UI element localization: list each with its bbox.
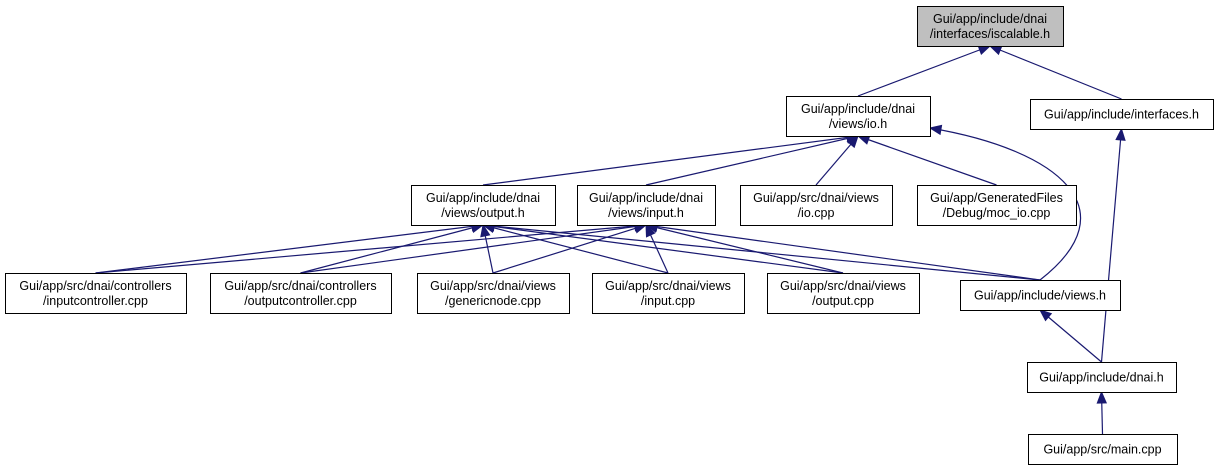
edge-genericnode-to-output_h-arrowhead <box>480 223 491 238</box>
edge-io_cpp-to-io_h-arrowhead <box>846 134 859 149</box>
node-box <box>960 280 1121 311</box>
edge-output_cpp-to-input_h-line <box>645 224 844 274</box>
edge-dnai_h-to-interfaces_h-line <box>1100 128 1123 363</box>
node-box <box>767 273 920 314</box>
edge-genericnode-to-input_h-line <box>492 224 647 274</box>
edge-dnai_h-to-interfaces_h <box>1100 127 1126 363</box>
node-label: /input.cpp <box>641 294 695 308</box>
edge-genericnode-to-output_h <box>480 223 494 274</box>
node-input_h[interactable]: Gui/app/include/dnai/views/input.h <box>577 185 716 226</box>
edge-layer <box>95 45 1126 435</box>
node-label: Gui/app/include/dnai <box>589 191 703 205</box>
node-box <box>917 6 1064 47</box>
node-label: /outputcontroller.cpp <box>244 294 357 308</box>
node-box <box>1027 362 1177 393</box>
node-dnai_h[interactable]: Gui/app/include/dnai.h <box>1027 362 1177 393</box>
edge-interfaces_h-to-iscalable <box>988 45 1122 100</box>
edge-interfaces_h-to-iscalable-line <box>989 45 1122 100</box>
edge-main_cpp-to-dnai_h-arrowhead <box>1096 390 1108 404</box>
node-inputcontroller[interactable]: Gui/app/src/dnai/controllers/inputcontro… <box>5 273 187 314</box>
node-io_cpp[interactable]: Gui/app/src/dnai/views/io.cpp <box>740 185 893 226</box>
node-label: Gui/app/include/views.h <box>974 289 1106 303</box>
node-box <box>577 185 716 226</box>
edge-dnai_h-to-views_h <box>1038 309 1102 363</box>
node-box <box>1028 434 1178 465</box>
node-label: Gui/app/src/main.cpp <box>1043 443 1161 457</box>
edge-moc_io-to-io_h <box>856 134 997 186</box>
node-genericnode[interactable]: Gui/app/src/dnai/views/genericnode.cpp <box>417 273 570 314</box>
node-label: Gui/app/include/dnai <box>801 102 915 116</box>
node-label: Gui/app/include/dnai <box>426 191 540 205</box>
node-label: /views/output.h <box>441 206 524 220</box>
edge-inputcontroller-to-input_h <box>95 220 648 274</box>
edge-outputcontroller-to-output_h <box>300 222 485 274</box>
node-input_cpp[interactable]: Gui/app/src/dnai/views/input.cpp <box>592 273 745 314</box>
node-label: /Debug/moc_io.cpp <box>943 206 1051 220</box>
node-box <box>417 273 570 314</box>
node-box <box>786 96 931 137</box>
edge-inputcontroller-to-output_h-line <box>95 224 484 274</box>
edge-input_cpp-to-output_h-line <box>482 224 669 274</box>
node-layer: Gui/app/include/dnai/interfaces/iscalabl… <box>5 6 1214 465</box>
edge-views_h-to-output_h <box>481 220 1041 281</box>
node-label: /interfaces/iscalable.h <box>930 27 1050 41</box>
node-box <box>210 273 392 314</box>
node-label: /views/input.h <box>608 206 684 220</box>
edge-views_h-to-input_h <box>644 221 1041 281</box>
node-box <box>917 185 1077 226</box>
edge-output_h-to-io_h <box>482 132 860 186</box>
node-label: /output.cpp <box>812 294 874 308</box>
node-output_cpp[interactable]: Gui/app/src/dnai/views/output.cpp <box>767 273 920 314</box>
node-outputcontroller[interactable]: Gui/app/src/dnai/controllers/outputcontr… <box>210 273 392 314</box>
node-label: Gui/app/src/dnai/controllers <box>224 279 376 293</box>
edge-views_h-to-io_h-arrowhead <box>928 124 943 136</box>
node-box <box>411 185 556 226</box>
edge-io_h-to-iscalable <box>857 45 992 97</box>
node-label: /genericnode.cpp <box>445 294 541 308</box>
edge-interfaces_h-to-iscalable-arrowhead <box>988 45 1003 56</box>
edge-moc_io-to-io_h-line <box>857 135 997 186</box>
node-label: Gui/app/src/dnai/controllers <box>19 279 171 293</box>
edge-inputcontroller-to-input_h-line <box>95 224 647 274</box>
node-label: Gui/app/include/dnai <box>933 12 1047 26</box>
edge-input_cpp-to-input_h-arrowhead <box>645 223 656 238</box>
node-views_h[interactable]: Gui/app/include/views.h <box>960 280 1121 311</box>
node-label: Gui/app/include/interfaces.h <box>1044 108 1199 122</box>
node-moc_io[interactable]: Gui/app/GeneratedFiles/Debug/moc_io.cpp <box>917 185 1077 226</box>
node-label: Gui/app/src/dnai/views <box>605 279 731 293</box>
node-label: Gui/app/src/dnai/views <box>780 279 906 293</box>
edge-output_cpp-to-output_h-line <box>482 224 844 274</box>
node-output_h[interactable]: Gui/app/include/dnai/views/output.h <box>411 185 556 226</box>
edge-inputcontroller-to-output_h <box>95 221 485 274</box>
node-iscalable[interactable]: Gui/app/include/dnai/interfaces/iscalabl… <box>917 6 1064 47</box>
node-main_cpp[interactable]: Gui/app/src/main.cpp <box>1028 434 1178 465</box>
node-label: Gui/app/GeneratedFiles <box>930 191 1063 205</box>
edge-dnai_h-to-views_h-line <box>1039 309 1102 363</box>
node-label: /views/io.h <box>829 117 887 131</box>
node-label: Gui/app/src/dnai/views <box>430 279 556 293</box>
edge-views_h-to-input_h-line <box>645 224 1041 281</box>
node-label: /inputcontroller.cpp <box>43 294 148 308</box>
node-box <box>740 185 893 226</box>
edge-outputcontroller-to-output_h-line <box>300 224 484 274</box>
edge-output_h-to-io_h-line <box>482 135 859 186</box>
edge-dnai_h-to-interfaces_h-arrowhead <box>1115 127 1126 141</box>
edge-io_cpp-to-io_h <box>815 134 859 186</box>
edge-input_h-to-io_h-line <box>645 135 859 186</box>
node-io_h[interactable]: Gui/app/include/dnai/views/io.h <box>786 96 931 137</box>
edge-input_cpp-to-input_h <box>645 223 669 274</box>
node-label: Gui/app/src/dnai/views <box>753 191 879 205</box>
node-box <box>5 273 187 314</box>
edge-dnai_h-to-views_h-arrowhead <box>1038 309 1053 322</box>
node-interfaces_h[interactable]: Gui/app/include/interfaces.h <box>1030 99 1214 130</box>
node-label: Gui/app/include/dnai.h <box>1039 371 1163 385</box>
node-box <box>1030 99 1214 130</box>
edge-views_h-to-output_h-line <box>482 224 1041 281</box>
edge-main_cpp-to-dnai_h <box>1096 390 1108 435</box>
edge-outputcontroller-to-input_h-line <box>300 224 647 274</box>
edge-io_h-to-iscalable-line <box>857 45 991 97</box>
node-box <box>592 273 745 314</box>
node-label: /io.cpp <box>798 206 835 220</box>
